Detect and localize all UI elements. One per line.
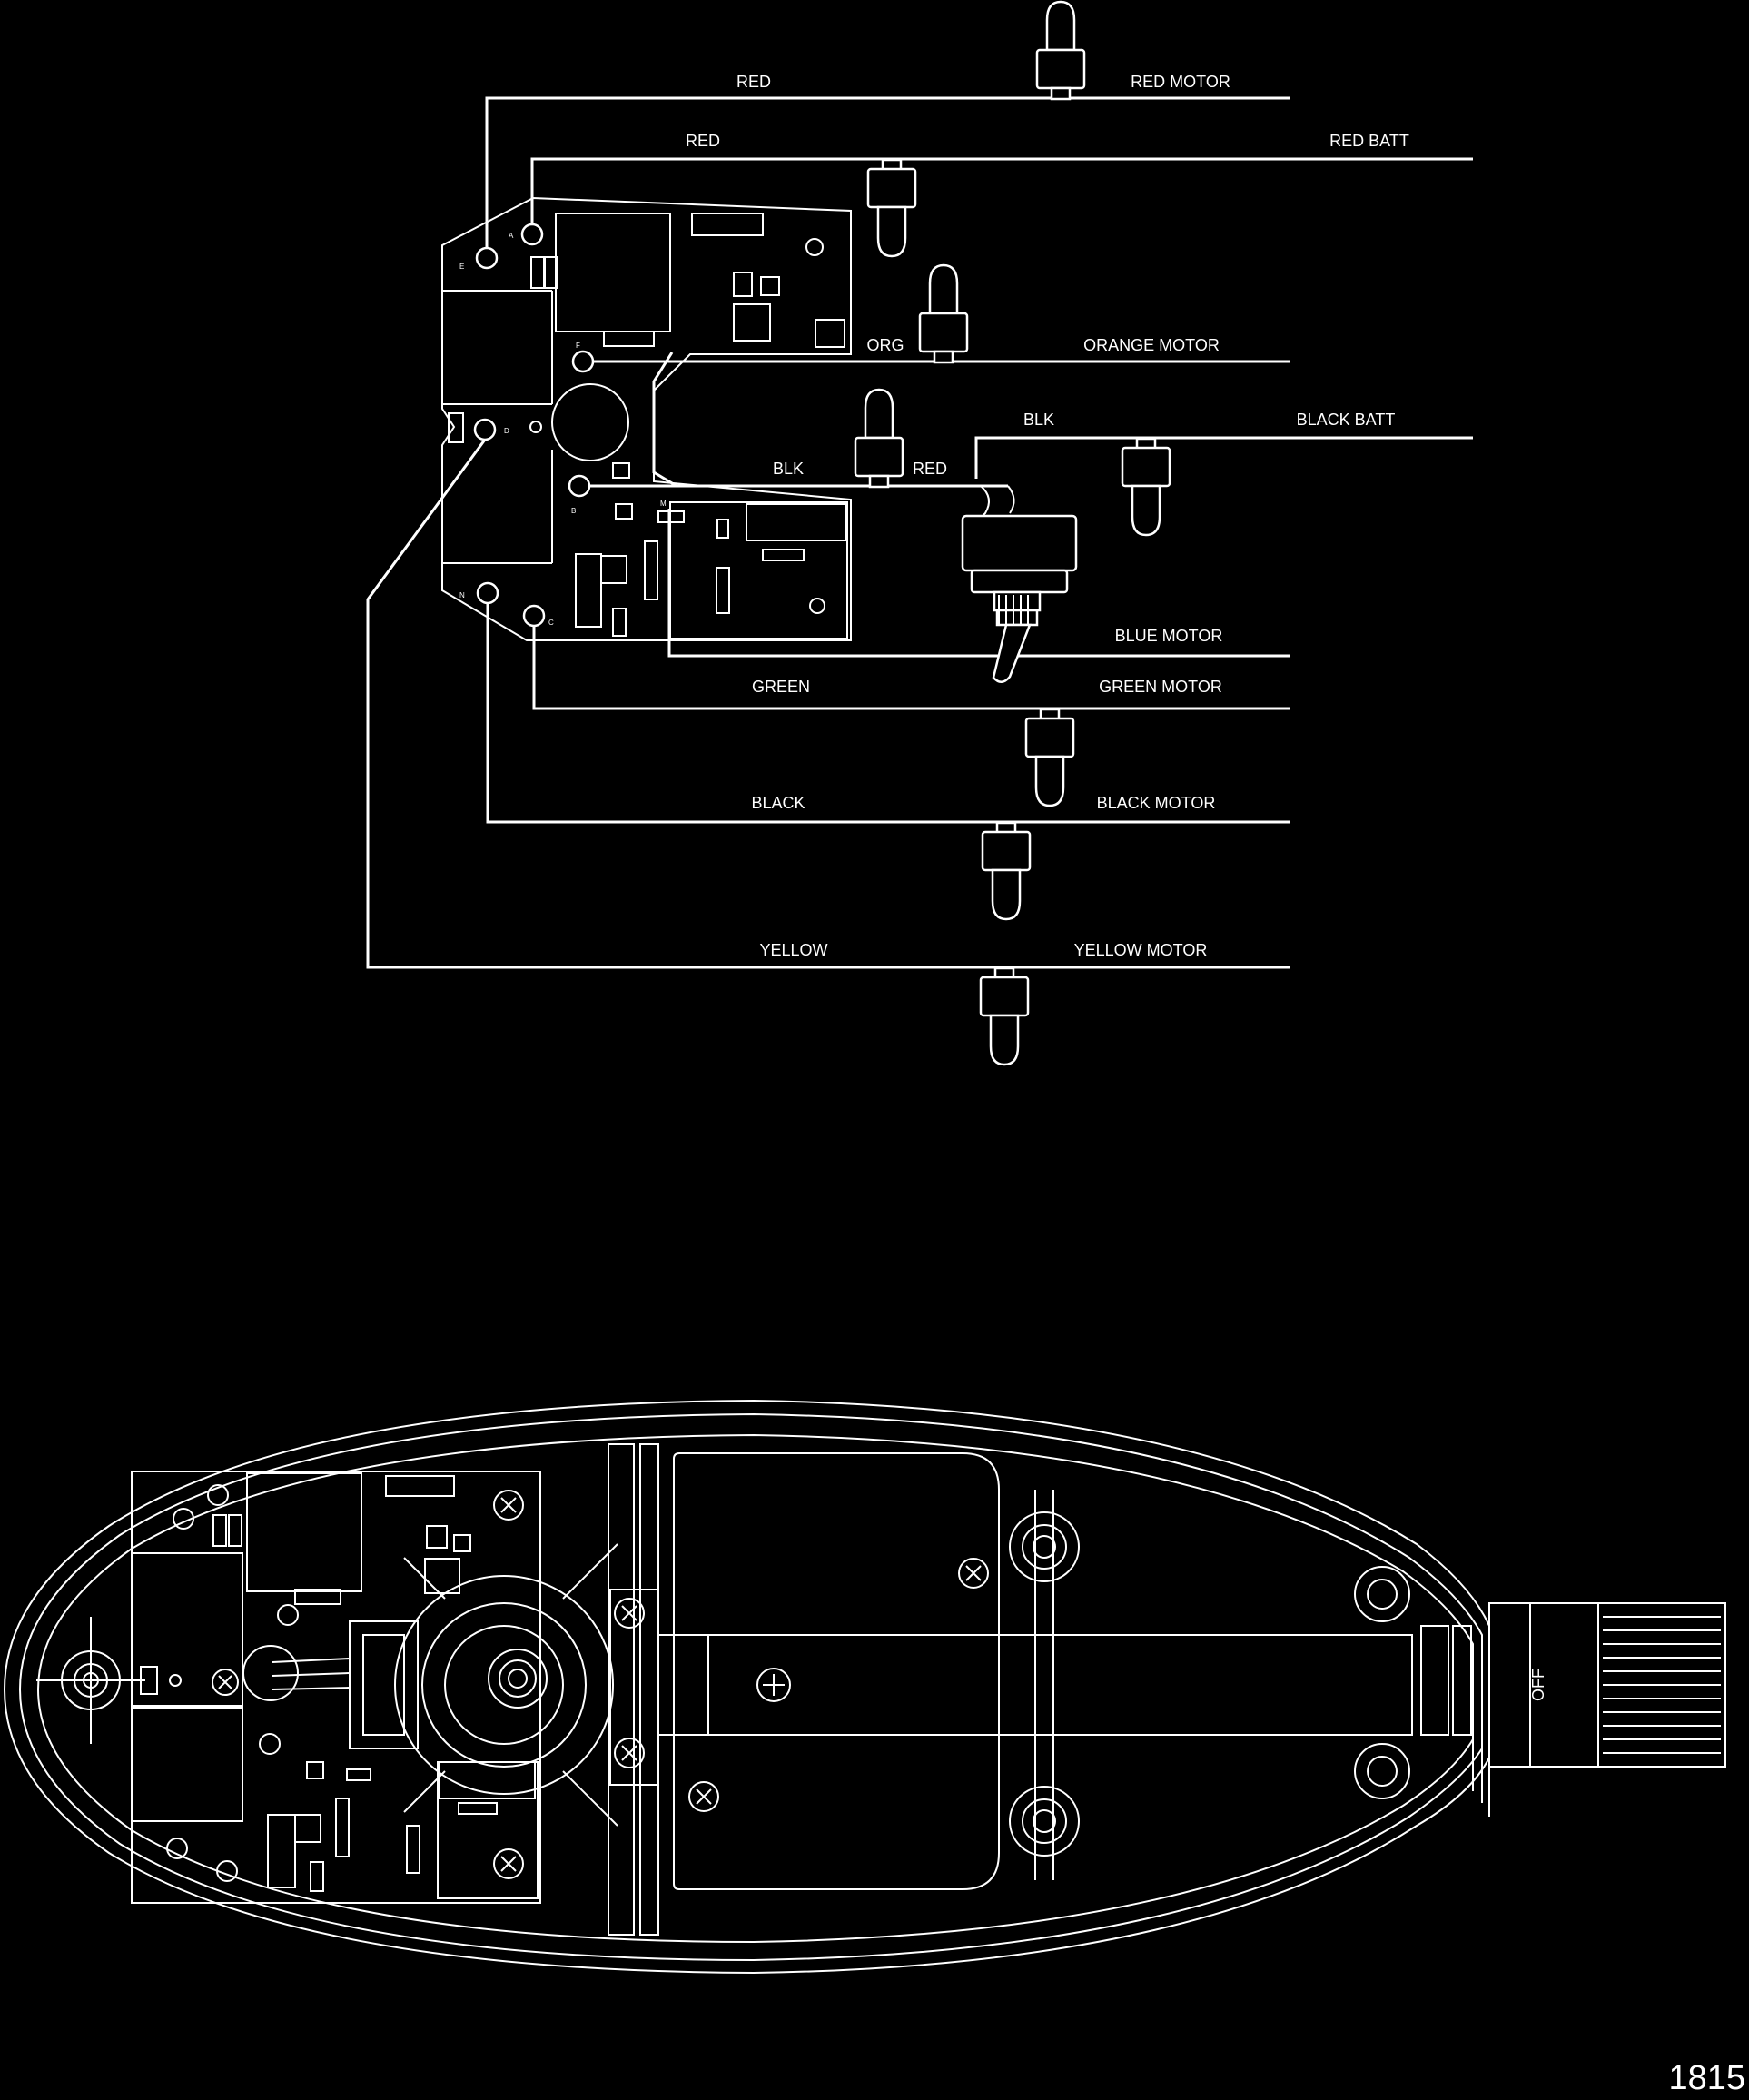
off-switch-label: OFF: [1529, 1669, 1547, 1701]
label-green: GREEN: [752, 678, 810, 696]
pin-label-group: E A F D B M N C: [459, 232, 667, 627]
label-red-top: RED: [736, 73, 771, 91]
label-green-motor: GREEN MOTOR: [1099, 678, 1222, 696]
wire-green-motor: [532, 626, 1290, 710]
label-red-switch: RED: [913, 460, 947, 478]
wire-org-internal: [652, 352, 677, 488]
terminal-d: [473, 418, 497, 441]
connector-green-motor: [1024, 708, 1075, 807]
toggle-lever: [992, 623, 1032, 683]
terminal-b: [568, 474, 591, 498]
twist-handle: OFF: [1420, 1602, 1726, 1768]
label-blk-left: BLK: [773, 460, 804, 478]
terminal-n: [476, 581, 499, 605]
terminal-e: [475, 246, 499, 270]
capacitor: [551, 383, 629, 461]
wire-red-batt: [530, 157, 1473, 224]
wires: [366, 96, 1473, 969]
pin-label-e: E: [459, 262, 464, 271]
pivot-bearings: [1009, 1511, 1410, 1857]
terminal-c: [522, 604, 546, 628]
housing-middle-shell: [18, 1412, 1483, 1962]
label-red-second: RED: [686, 132, 720, 150]
connector-black-batt: [1121, 437, 1171, 537]
pin-label-c: C: [548, 619, 554, 627]
wire-red-motor: [485, 96, 1290, 248]
label-blue-motor: BLUE MOTOR: [1115, 627, 1223, 645]
label-red-motor: RED MOTOR: [1131, 73, 1230, 91]
label-black-batt: BLACK BATT: [1297, 411, 1396, 429]
label-org: ORG: [866, 336, 904, 354]
pin-label-m: M: [660, 500, 667, 508]
connector-red-batt: [866, 158, 917, 258]
connector-orange-motor: [918, 263, 969, 364]
label-yellow: YELLOW: [759, 941, 827, 959]
label-orange-motor: ORANGE MOTOR: [1083, 336, 1220, 354]
housing-inner-shell: [36, 1433, 1474, 1944]
housing-outer-shell: [3, 1399, 1490, 1975]
label-red-batt: RED BATT: [1329, 132, 1409, 150]
wire-yellow-motor: [366, 439, 1290, 969]
drive-wheel: [349, 1543, 618, 1827]
label-blk-right: BLK: [1023, 411, 1054, 429]
connector-black-motor: [981, 821, 1032, 921]
pin-label-f: F: [576, 342, 580, 350]
connectors: [854, 0, 1171, 1066]
connector-blk-switch: [854, 388, 904, 489]
pin-label-a: A: [509, 232, 514, 240]
wire-blue-motor: [667, 509, 1290, 658]
terminal-f: [571, 350, 595, 373]
toggle-switch: [961, 485, 1078, 683]
connector-red-motor: [1035, 0, 1086, 101]
control-board: [441, 196, 852, 641]
label-black: BLACK: [751, 794, 805, 812]
pin-label-b: B: [571, 507, 576, 515]
wire-black-batt: [974, 436, 1473, 479]
connector-yellow-motor: [979, 966, 1030, 1066]
label-yellow-motor: YELLOW MOTOR: [1074, 941, 1208, 959]
nose-mount: [36, 1617, 145, 1744]
figure-number: 1815: [1668, 2059, 1745, 2097]
wiring-schematic: RED RED MOTOR RED RED BATT ORG ORANGE MO…: [366, 0, 1473, 1066]
terminal-a: [520, 223, 544, 246]
motor-housing: OFF: [3, 1399, 1726, 1975]
gearbox-frame-left: [608, 1443, 635, 1936]
pin-label-n: N: [459, 591, 465, 599]
pin-label-d: D: [504, 427, 509, 435]
battery-compartment: [673, 1452, 1000, 1890]
terminal-posts: [473, 223, 595, 628]
relay-bottom: [669, 501, 848, 639]
relay-top: [555, 213, 671, 332]
label-black-motor: BLACK MOTOR: [1097, 794, 1216, 812]
wire-black-motor: [486, 603, 1290, 824]
wire-label-group: RED RED MOTOR RED RED BATT ORG ORANGE MO…: [686, 73, 1409, 959]
